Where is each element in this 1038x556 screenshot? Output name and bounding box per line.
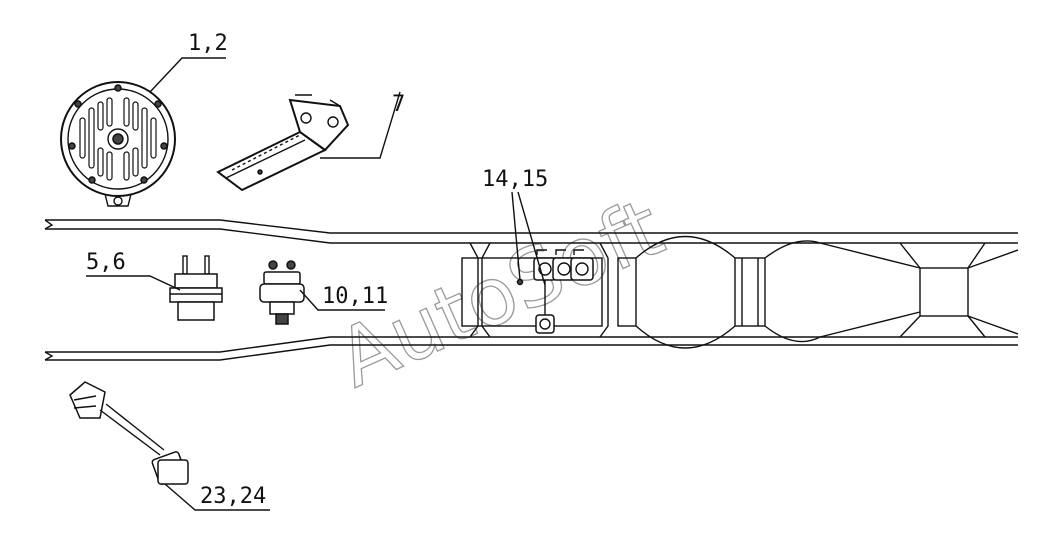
switch-a: 5,6 xyxy=(86,250,223,321)
callout-switch-a: 5,6 xyxy=(86,250,126,275)
callout-sensor: 23,24 xyxy=(200,484,266,509)
callout-horn: 1,2 xyxy=(188,31,228,56)
chassis-frame xyxy=(44,219,1019,361)
bracket: 7 xyxy=(216,91,405,192)
callout-bracket: 7 xyxy=(392,92,405,117)
horn: 1,2 xyxy=(60,31,228,207)
callout-relays: 14,15 xyxy=(482,167,548,192)
sensor-lead: 23,24 xyxy=(69,381,270,511)
switch-b: 10,11 xyxy=(259,260,388,325)
relays: 14,15 xyxy=(482,167,594,334)
callout-switch-b: 10,11 xyxy=(322,284,388,309)
